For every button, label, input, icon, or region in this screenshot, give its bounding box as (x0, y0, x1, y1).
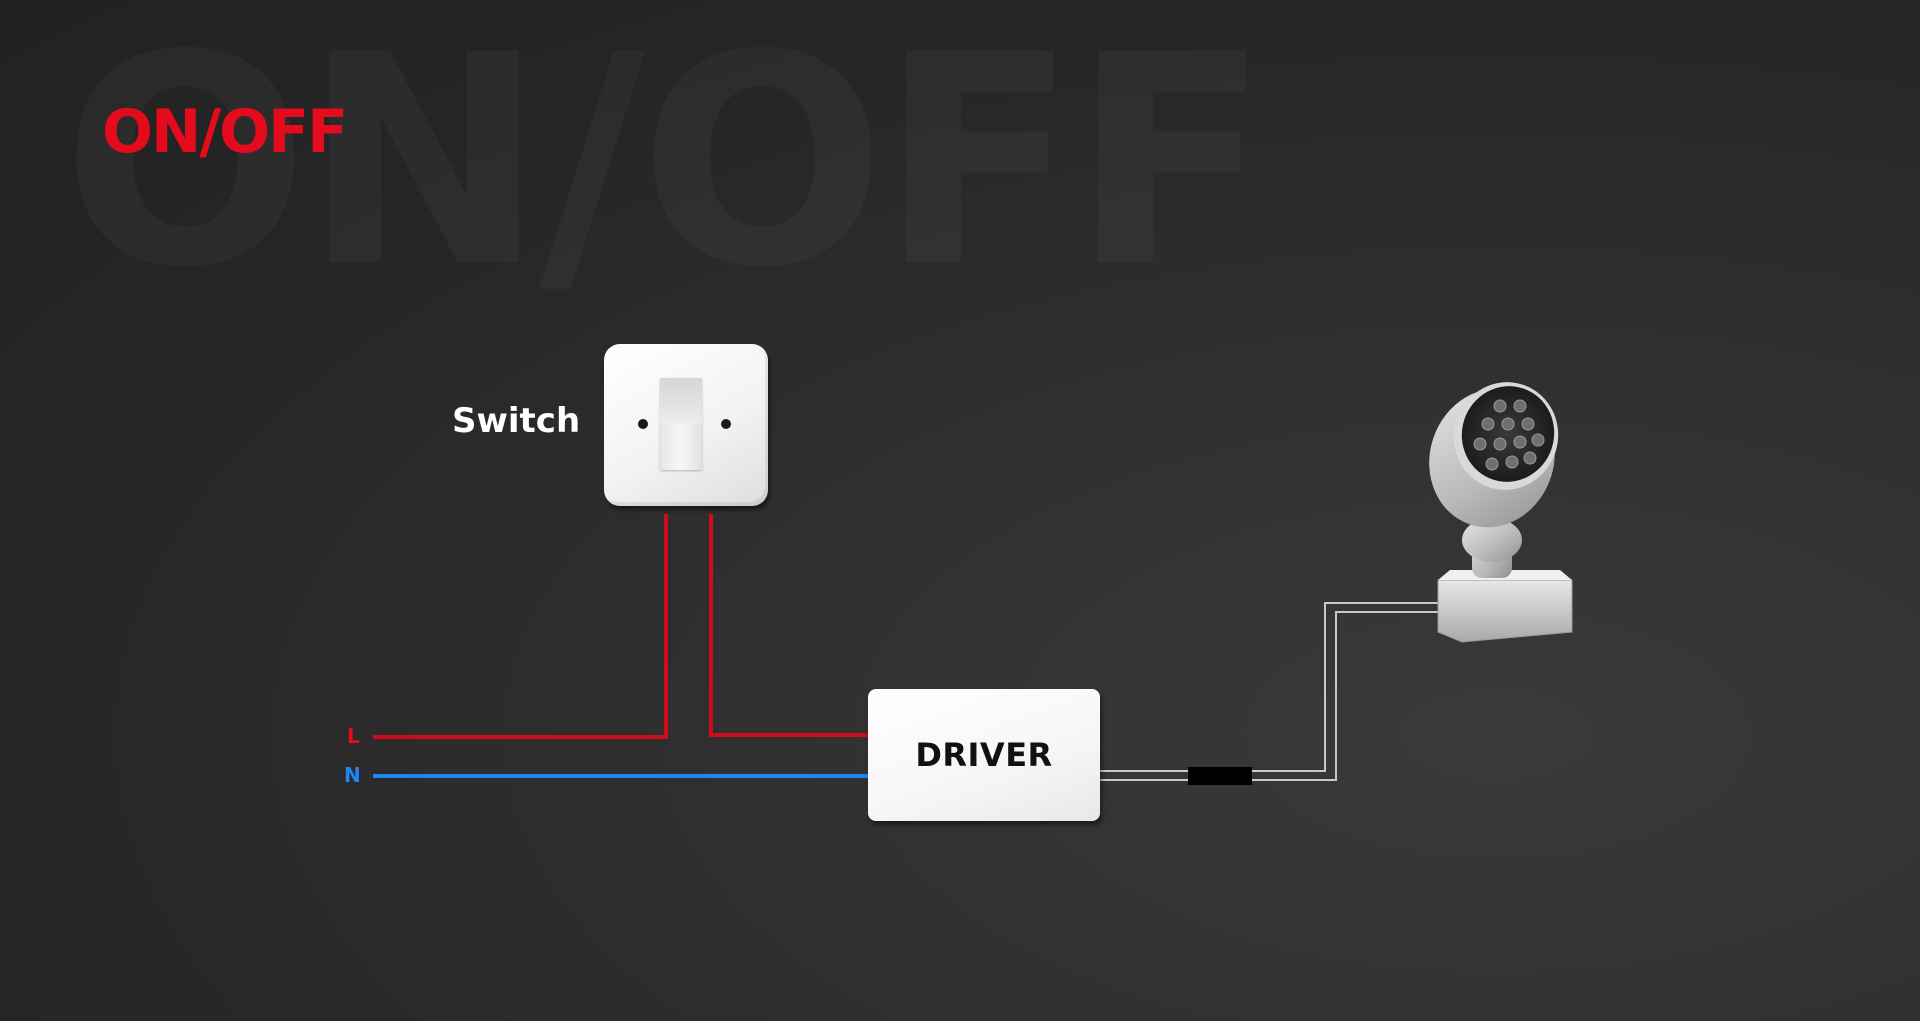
switch-label: Switch (452, 401, 581, 441)
live-wire-in (373, 514, 668, 739)
switch-screw-left (638, 419, 648, 429)
light-switch-icon (604, 344, 768, 506)
driver-box: DRIVER (868, 689, 1100, 821)
led-spotlight-icon (1429, 382, 1573, 643)
switch-rocker (660, 378, 702, 470)
switch-screw-right (721, 419, 731, 429)
output-wire-inner (1100, 611, 1440, 781)
driver-label: DRIVER (915, 736, 1053, 774)
live-label: L (347, 724, 360, 748)
diagram-title: ON/OFF (102, 97, 348, 167)
live-wire-switched (709, 514, 868, 737)
wire-connector (1188, 767, 1252, 785)
neutral-label: N (344, 763, 361, 787)
output-wire-outer (1100, 602, 1440, 772)
